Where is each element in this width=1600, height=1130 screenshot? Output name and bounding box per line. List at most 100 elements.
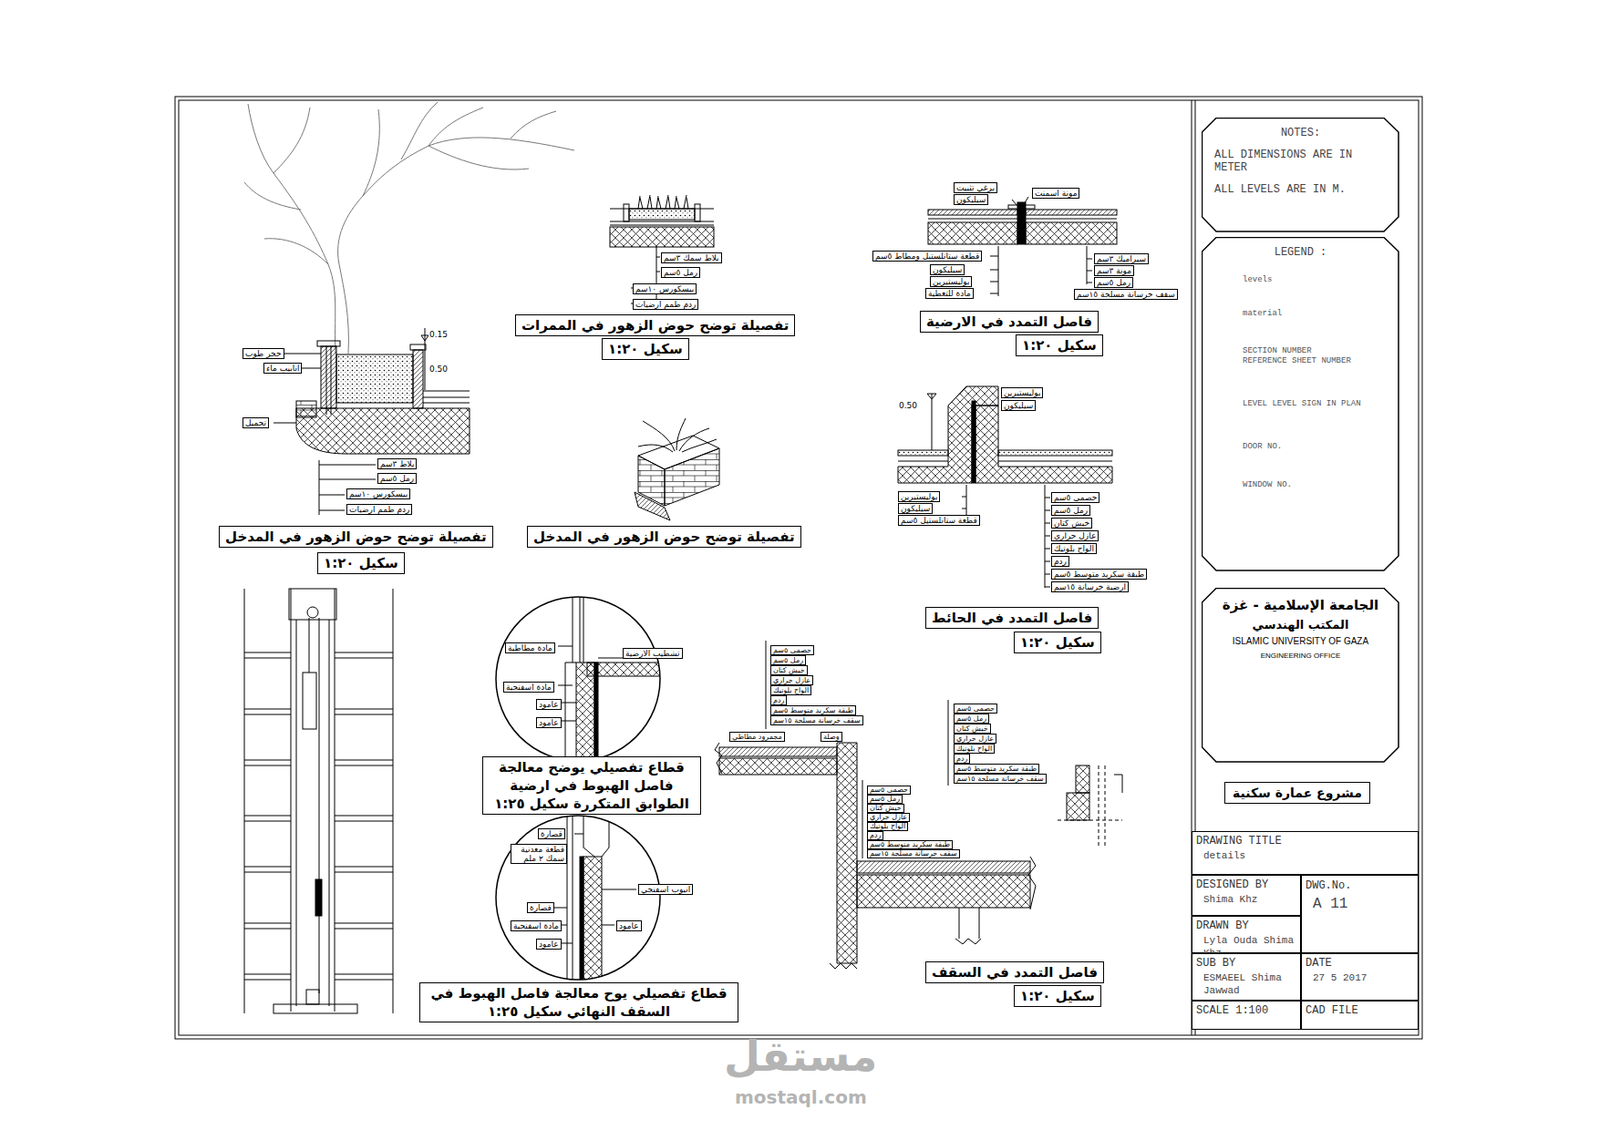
settlement-joint-detail-roof — [567, 811, 573, 985]
callout-label: انابيب ماء — [263, 362, 302, 374]
title-text: قطاع تفصيلي يوضح معالجة فاصل الهبوط في ا… — [488, 758, 695, 814]
callout-label: الواح بلوتيك — [1051, 543, 1097, 555]
node-text: A 11 — [1305, 895, 1415, 914]
callout-label: ردم طمم ارضيات — [632, 299, 699, 310]
sheet-frame — [175, 96, 1423, 1040]
settlement-joint-detail-floor — [495, 592, 675, 768]
callout-label: تشطيب الارضية — [622, 648, 683, 660]
roof-expansion-joint — [1075, 765, 1090, 794]
floor-expansion-joint — [1086, 246, 1093, 285]
roof-expansion-joint — [955, 908, 981, 945]
floor-expansion-joint — [928, 196, 1117, 297]
detail-title: تفصيلة توضح حوض الزهور في المدخل — [218, 526, 494, 548]
title-text: فاصل التمدد في الارضية — [926, 312, 1093, 331]
title-cell: DWG.No.A 11 — [1300, 875, 1419, 954]
detail-title: فاصل التمدد في الحائط — [925, 607, 1099, 630]
callout-label: مونة اسمنت — [1032, 187, 1080, 199]
node-text: DATE — [1305, 957, 1415, 971]
tree — [244, 182, 301, 210]
node-text: مشروع عمارة سكنية — [1232, 784, 1363, 802]
settlement-joint-detail-floor — [587, 662, 674, 677]
settlement-joint-detail-floor — [565, 658, 675, 768]
title-text: قطاع تفصيلي يوح معالجة فاصل الهبوط في ال… — [425, 984, 733, 1022]
floor-expansion-joint — [928, 209, 1018, 216]
elevator-section — [296, 619, 298, 1007]
roof-expansion-joint — [714, 743, 723, 775]
corridor-planter — [623, 204, 630, 222]
title-text: تفصيلة توضح حوض الزهور في الممرات — [521, 316, 789, 335]
node-text: المكتب الهندسي — [1214, 617, 1387, 633]
scale-box: سكيل ١:٢٠ — [317, 552, 405, 575]
callout-label: ردم — [770, 695, 787, 706]
callout-label: مادة للتغطية — [925, 288, 974, 300]
wall-expansion-joint — [927, 393, 937, 451]
wall-expansion-joint — [998, 450, 1113, 456]
callout-label: بيسكورس ١٠سم — [632, 283, 697, 295]
watermark: mostaql.com — [734, 1088, 868, 1108]
flower-bed-section — [296, 408, 470, 455]
planter-3d — [664, 448, 720, 506]
legend-entry: material — [1242, 309, 1371, 320]
callout-label: حصمى ٥سم — [1051, 492, 1100, 504]
wall-expansion-joint — [898, 386, 1113, 589]
callout-label: ردم — [867, 831, 884, 841]
wall-expansion-joint — [898, 450, 949, 456]
callout-label: بلاط سمك ٣سم — [660, 252, 723, 264]
node-text: DWG.No. — [1305, 878, 1415, 894]
node-text: details — [1196, 849, 1415, 863]
callout-label: ارضية خرسانة ١٥سم — [1051, 581, 1129, 593]
callout-label: مادة اسفنجية — [503, 681, 555, 693]
callout-label: انبوب اسفنجي — [638, 884, 693, 896]
detail-title: قطاع تفصيلي يوح معالجة فاصل الهبوط في ال… — [419, 982, 739, 1023]
legend-entry: WINDOW NO. — [1242, 480, 1371, 491]
callout-label: قطعة معدنية سمك ٢ ملم — [510, 844, 568, 865]
callout-label: رمل ٥سم — [377, 473, 417, 485]
callout-label: سقف خرسانة مسلحة ١٥سم — [770, 715, 864, 726]
floor-expansion-joint — [990, 246, 999, 297]
callout-label: بيسكورس ١٠سم — [346, 488, 411, 500]
detail-title: تفصيلة توضح حوض الزهور في المدخل — [526, 526, 802, 548]
roof-expansion-joint — [714, 640, 1123, 970]
scale-box: سكيل ١:٢٠ — [1013, 985, 1102, 1008]
elevator-section — [309, 618, 310, 673]
callout-label: خيش كتان — [867, 804, 905, 814]
flower-bed-section — [296, 401, 317, 418]
notes-box: NOTES:ALL DIMENSIONS ARE IN METERALL LEV… — [1201, 117, 1400, 233]
callout-label: سيراميك ٣سم — [1094, 253, 1149, 265]
callout-label: ردم — [953, 753, 971, 764]
callout-label: رمل ٥سم — [660, 267, 701, 279]
settlement-joint-detail-roof — [495, 815, 661, 981]
callout-label: ردم طمم ارضيات — [346, 504, 413, 516]
roof-expansion-joint — [1066, 793, 1090, 821]
project-title: مشروع عمارة سكنية — [1224, 782, 1371, 805]
corridor-planter — [609, 227, 714, 248]
callout-label: عامود — [536, 717, 562, 729]
tree — [362, 109, 380, 197]
callout-label: مادة اسفنجية — [510, 920, 562, 932]
title-text: سكيل ١:٢٠ — [1020, 633, 1095, 652]
roof-expansion-joint — [856, 861, 1031, 874]
elevator-section — [315, 879, 322, 917]
callout-label: حصمى ٥سم — [770, 645, 815, 656]
settlement-joint-detail-floor — [572, 592, 584, 663]
callout-label: طبقة سكريد متوسط ٥سم — [770, 705, 857, 716]
callout-label: طبقة سكريد متوسط ٥سم — [867, 840, 953, 850]
callout-label: رمل ٥سم — [1051, 505, 1091, 517]
floor-expansion-joint — [928, 222, 1018, 245]
tree — [428, 107, 484, 146]
elevator-section — [306, 990, 320, 1005]
callout-label: بوليستيرين — [929, 276, 972, 288]
callout-label: طبقة سكريد متوسط ٥سم — [953, 763, 1040, 775]
callout-label: سقف خرسانة مسلحة ١٥سم — [953, 774, 1047, 785]
corridor-planter — [638, 195, 689, 209]
corridor-planter — [629, 208, 695, 220]
callout-label: عازل حراري — [770, 675, 814, 686]
title-cell: DRAWING TITLEdetails — [1191, 831, 1419, 876]
title-text: سكيل ١:٢٠ — [1021, 336, 1097, 355]
callout-label: الواح بلوتيك — [867, 822, 909, 832]
title-cell: CAD FILE — [1300, 1001, 1419, 1031]
roof-expansion-joint — [836, 743, 857, 964]
wall-expansion-joint — [971, 401, 976, 484]
level-value: 0.15 — [428, 330, 449, 340]
level-value: 0.50 — [898, 401, 919, 411]
